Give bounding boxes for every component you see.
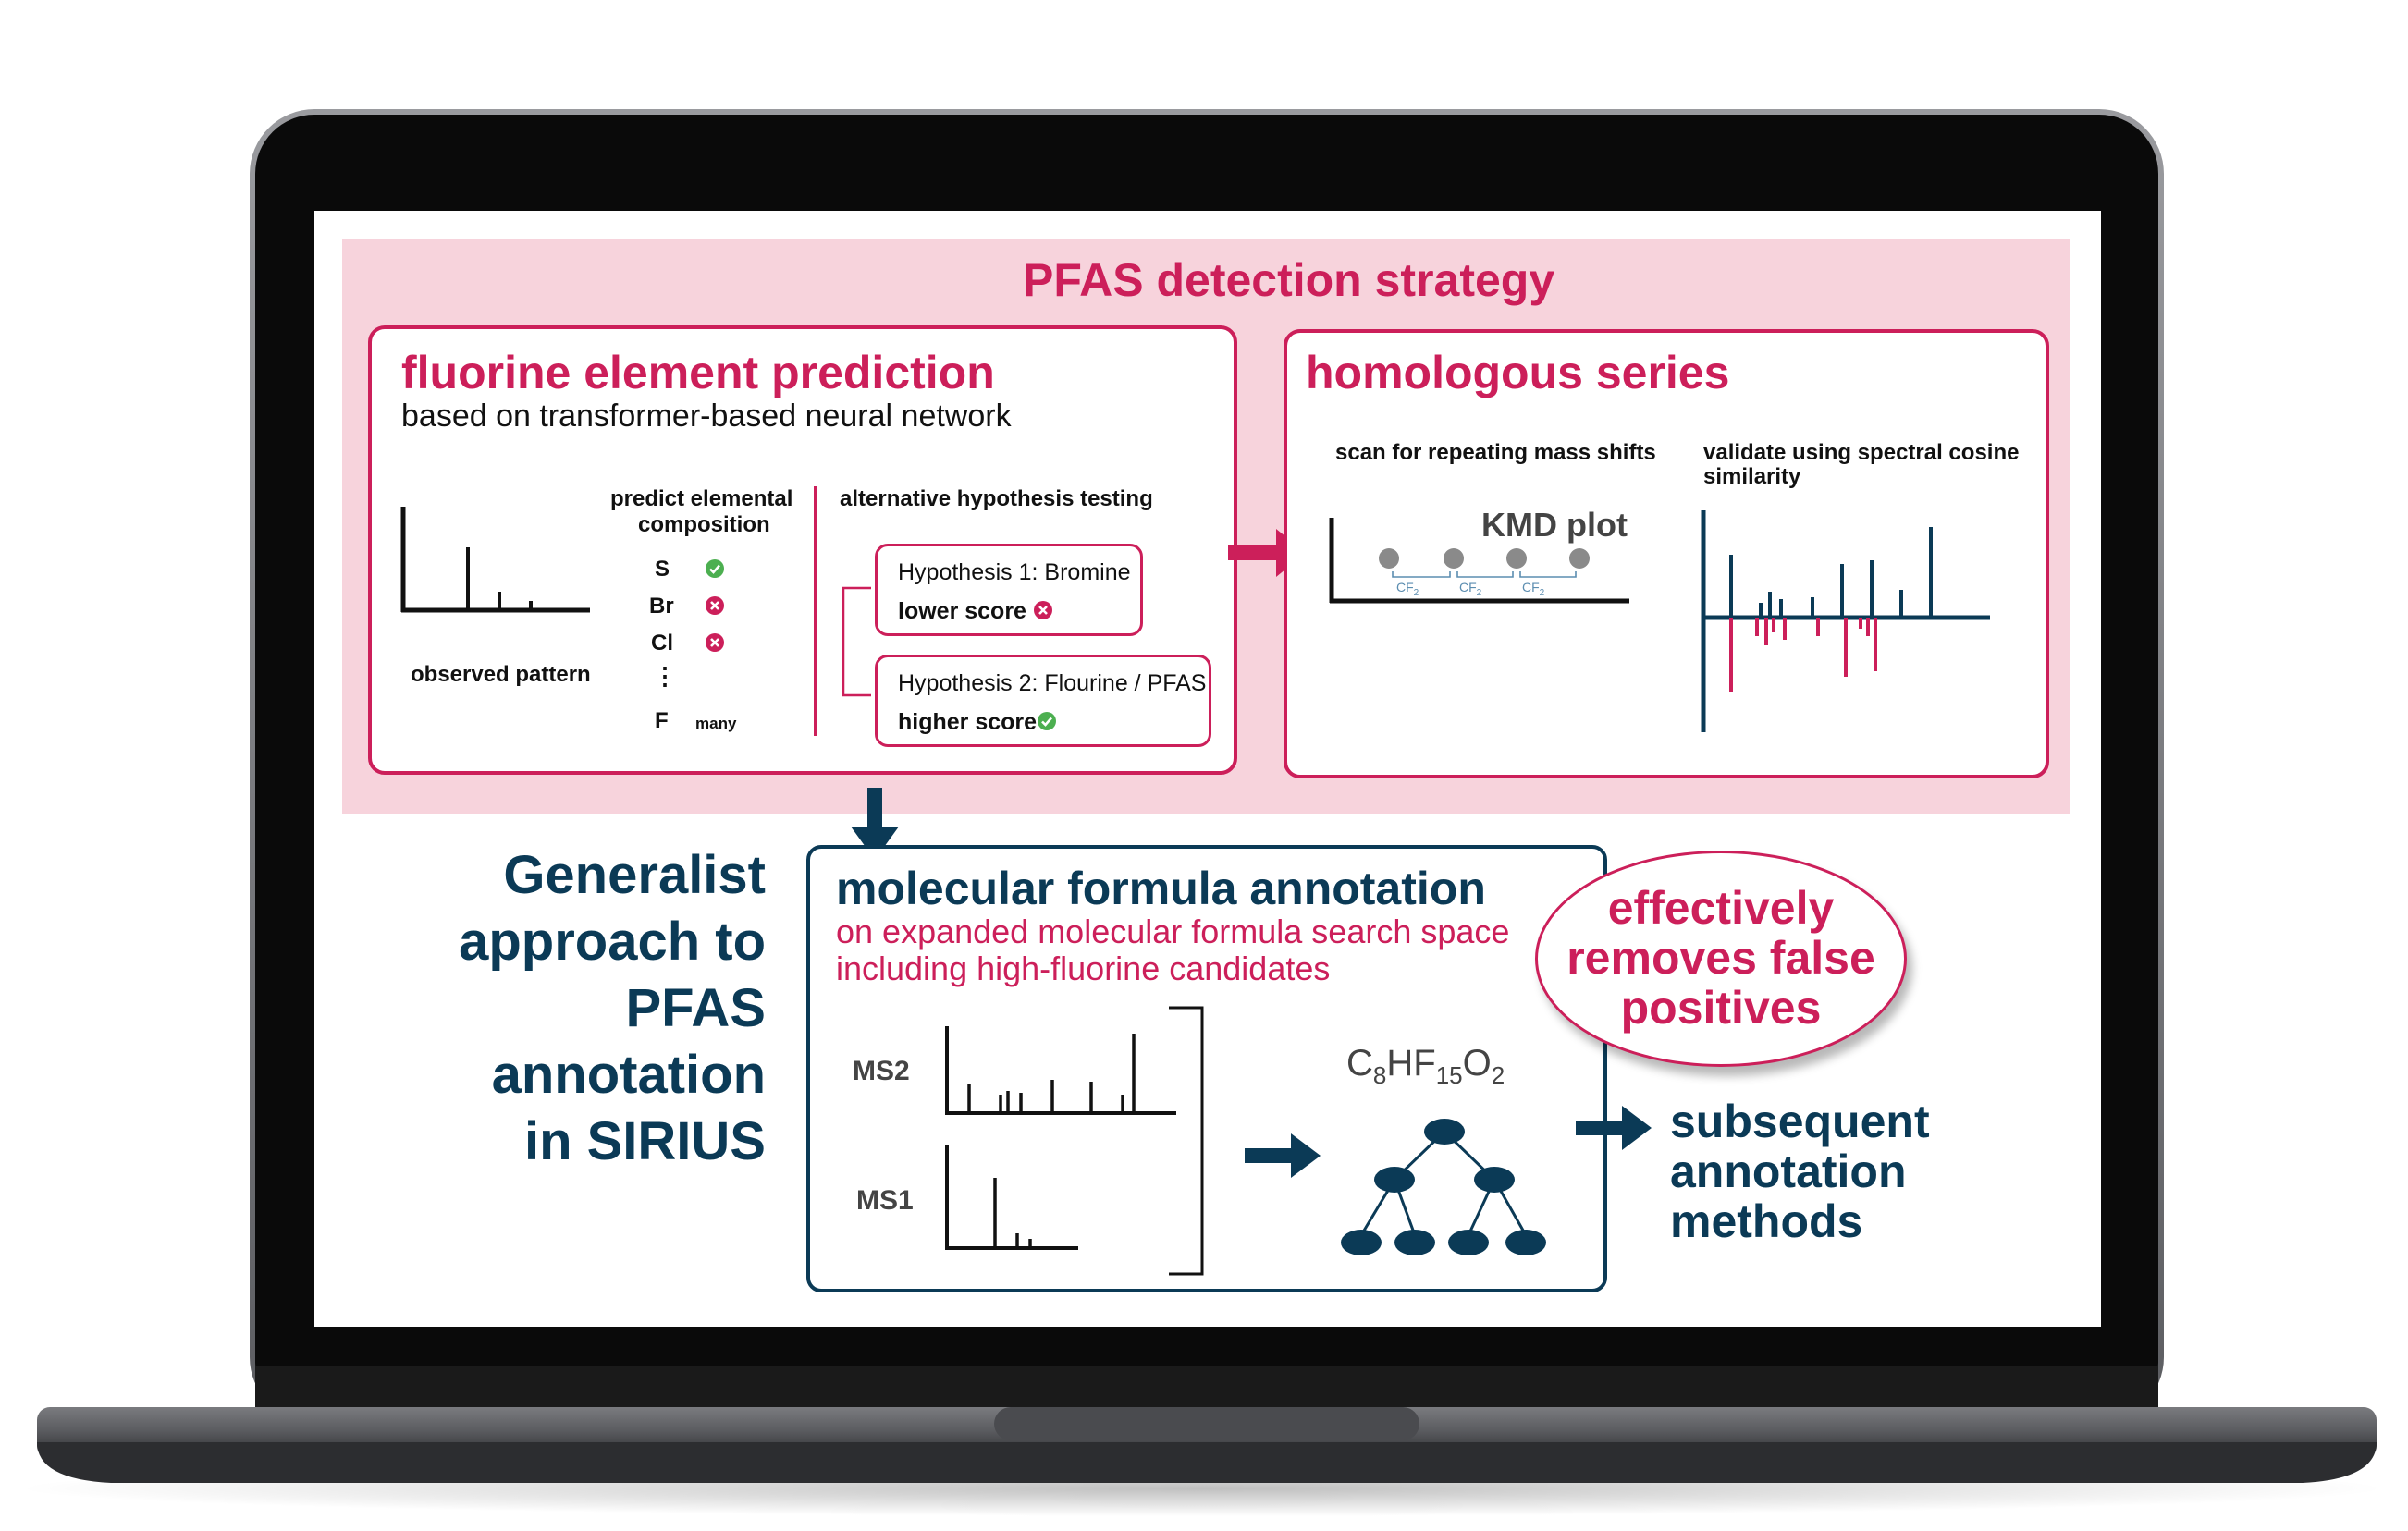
kmd-plot-label: KMD plot bbox=[1481, 506, 1628, 544]
hypothesis-2-title: Hypothesis 2: Flourine / PFAS bbox=[898, 670, 1207, 696]
formula-panel-sub-line2: including high-fluorine candidates bbox=[836, 949, 1331, 987]
cross-icon bbox=[706, 596, 724, 615]
arrow-right-icon bbox=[1245, 1133, 1321, 1178]
left-title-line: annotation bbox=[491, 1045, 766, 1105]
subsequent-line: annotation bbox=[1670, 1145, 1907, 1197]
strategy-title: PFAS detection strategy bbox=[1023, 254, 1555, 306]
left-title-line: in SIRIUS bbox=[523, 1111, 766, 1171]
cf2-label: CF2 bbox=[1459, 580, 1482, 598]
subsequent-line: methods bbox=[1670, 1195, 1863, 1247]
left-title-line: Generalist bbox=[503, 845, 766, 905]
alt-hypothesis-label: alternative hypothesis testing bbox=[840, 486, 1153, 511]
ms2-label: MS2 bbox=[853, 1056, 910, 1086]
cross-icon bbox=[706, 633, 724, 652]
left-title-line: PFAS bbox=[625, 978, 767, 1038]
validate-label-line2: similarity bbox=[1703, 464, 1801, 489]
formula-annotation-panel: molecular formula annotation on expanded… bbox=[806, 845, 1607, 1292]
hypothesis-1-box: Hypothesis 1: Bromine lower score bbox=[875, 544, 1143, 636]
cf2-label: CF2 bbox=[1522, 580, 1545, 598]
predict-label-line2: composition bbox=[638, 512, 770, 537]
kmd-point bbox=[1569, 548, 1590, 569]
element-symbol: Br bbox=[649, 594, 674, 619]
fluorine-panel-title: fluorine element prediction bbox=[401, 347, 995, 398]
element-symbol: Cl bbox=[651, 631, 673, 655]
hypothesis-1-title: Hypothesis 1: Bromine bbox=[898, 559, 1131, 585]
check-icon bbox=[706, 559, 724, 578]
bubble-line: removes false bbox=[1566, 932, 1875, 984]
ms2-spectrum bbox=[945, 1026, 1176, 1115]
predict-label-line1: predict elemental bbox=[610, 486, 793, 511]
kmd-point bbox=[1379, 548, 1399, 569]
fragmentation-tree bbox=[1341, 1119, 1546, 1255]
divider bbox=[814, 486, 817, 736]
element-ellipsis: ⋮ bbox=[653, 662, 677, 690]
element-note: many bbox=[695, 715, 737, 732]
check-icon bbox=[1038, 712, 1056, 730]
molecular-formula: C8HF15O2 bbox=[1346, 1043, 1505, 1089]
bubble-line: positives bbox=[1620, 982, 1822, 1034]
fluorine-prediction-panel: fluorine element prediction based on tra… bbox=[368, 325, 1237, 775]
homologous-series-panel: homologous series scan for repeating mas… bbox=[1284, 329, 2049, 778]
spectra-bracket bbox=[1169, 1006, 1204, 1276]
kmd-plot bbox=[1329, 518, 1629, 604]
hypothesis-2-score: higher score bbox=[898, 709, 1038, 735]
subsequent-line: subsequent bbox=[1670, 1096, 1930, 1147]
screen: PFAS detection strategy fluorine element… bbox=[314, 211, 2101, 1327]
observed-pattern-spectrum bbox=[400, 507, 590, 613]
ms1-label: MS1 bbox=[856, 1185, 914, 1216]
fluorine-panel-subtitle: based on transformer-based neural networ… bbox=[401, 398, 1012, 434]
cf2-label: CF2 bbox=[1396, 580, 1419, 598]
mirror-spectrum bbox=[1701, 510, 1990, 732]
ms1-spectrum bbox=[945, 1145, 1078, 1250]
arrow-down-icon bbox=[851, 788, 899, 860]
hypothesis-1-score: lower score bbox=[898, 598, 1026, 624]
arrow-right-icon bbox=[1576, 1106, 1652, 1150]
homologous-panel-title: homologous series bbox=[1306, 347, 1730, 398]
observed-pattern-label: observed pattern bbox=[411, 662, 591, 687]
formula-panel-sub-line1: on expanded molecular formula search spa… bbox=[836, 912, 1510, 950]
validate-label-line1: validate using spectral cosine bbox=[1703, 440, 2020, 465]
kmd-point bbox=[1444, 548, 1464, 569]
false-positives-bubble: effectively removes false positives bbox=[1535, 851, 1907, 1067]
element-symbol: F bbox=[655, 708, 669, 733]
hypothesis-bracket bbox=[842, 586, 871, 697]
bubble-line: effectively bbox=[1607, 882, 1835, 934]
cross-icon bbox=[1034, 601, 1052, 619]
hypothesis-2-box: Hypothesis 2: Flourine / PFAS higher sco… bbox=[875, 655, 1211, 747]
formula-panel-title: molecular formula annotation bbox=[836, 863, 1486, 914]
kmd-point bbox=[1506, 548, 1527, 569]
element-symbol: S bbox=[655, 557, 670, 582]
left-title-line: approach to bbox=[459, 912, 766, 972]
scan-label: scan for repeating mass shifts bbox=[1335, 440, 1656, 465]
